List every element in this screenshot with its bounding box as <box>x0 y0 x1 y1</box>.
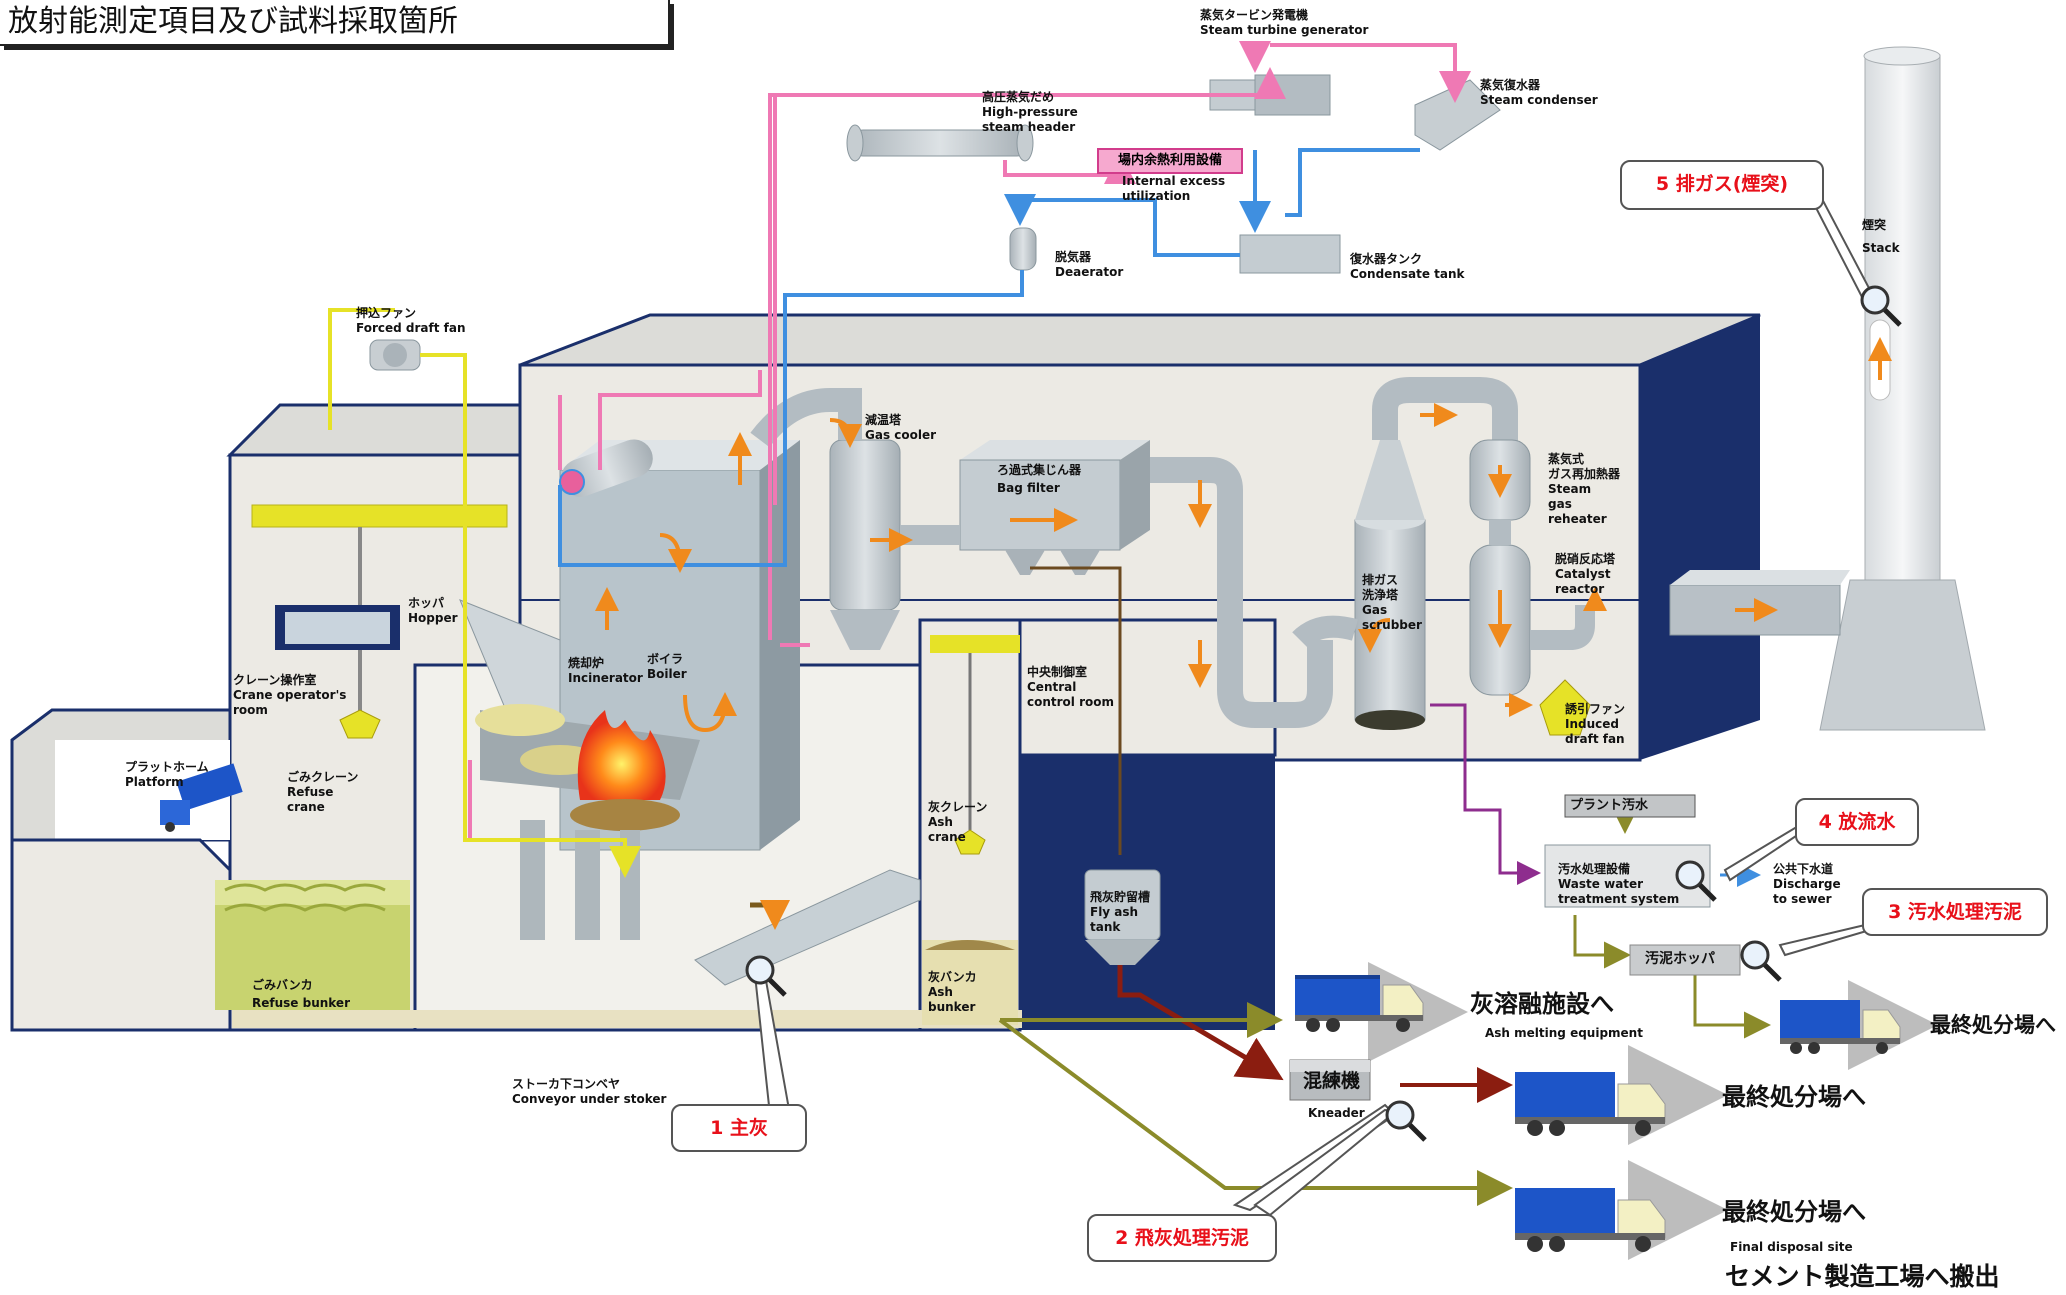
crane-bridge <box>252 505 507 527</box>
callout-fly-ash-sludge: 2 飛灰処理汚泥 <box>1087 1214 1277 1262</box>
truck-icon <box>1515 1188 1665 1252</box>
magnifier-icon <box>1387 1102 1425 1140</box>
label-kneader: 混練機 <box>1303 1070 1360 1092</box>
label-final-disposal-en: Final disposal site <box>1730 1240 1853 1255</box>
label-sludge-hopper: 汚泥ホッパ <box>1645 952 1715 967</box>
callout-discharge-water: 4 放流水 <box>1795 798 1919 846</box>
truck-icon <box>1780 1000 1900 1054</box>
callout-exhaust-gas: 5 排ガス(煙突) <box>1620 160 1824 210</box>
label-final-disposal-3: 最終処分場へ <box>1722 1198 1866 1226</box>
label-ash-melting: 灰溶融施設へ <box>1470 990 1614 1018</box>
truck-icon <box>1515 1072 1665 1136</box>
condensate-tank <box>1240 235 1340 273</box>
label-final-disposal-2: 最終処分場へ <box>1722 1083 1866 1111</box>
deaerator <box>1010 228 1036 270</box>
stack <box>1820 47 1985 730</box>
label-final-disposal-1: 最終処分場へ <box>1930 1013 2056 1037</box>
label-cement: セメント製造工場へ搬出 <box>1725 1262 2000 1292</box>
truck-icon <box>1295 975 1423 1032</box>
label-kneader-en: Kneader <box>1308 1106 1365 1121</box>
label-plant-wastewater: プラント汚水 <box>1570 798 1648 813</box>
magnifier-icon <box>1742 942 1780 980</box>
forced-fan-icon <box>370 340 420 370</box>
gas-cooler <box>830 440 900 610</box>
callout-main-ash: 1 主灰 <box>671 1104 807 1152</box>
callout-wastewater-sludge: 3 汚水処理汚泥 <box>1862 888 2048 936</box>
label-internal-excess: 場内余熱利用設備 <box>1097 148 1243 174</box>
label-ash-melting-en: Ash melting equipment <box>1485 1026 1643 1041</box>
